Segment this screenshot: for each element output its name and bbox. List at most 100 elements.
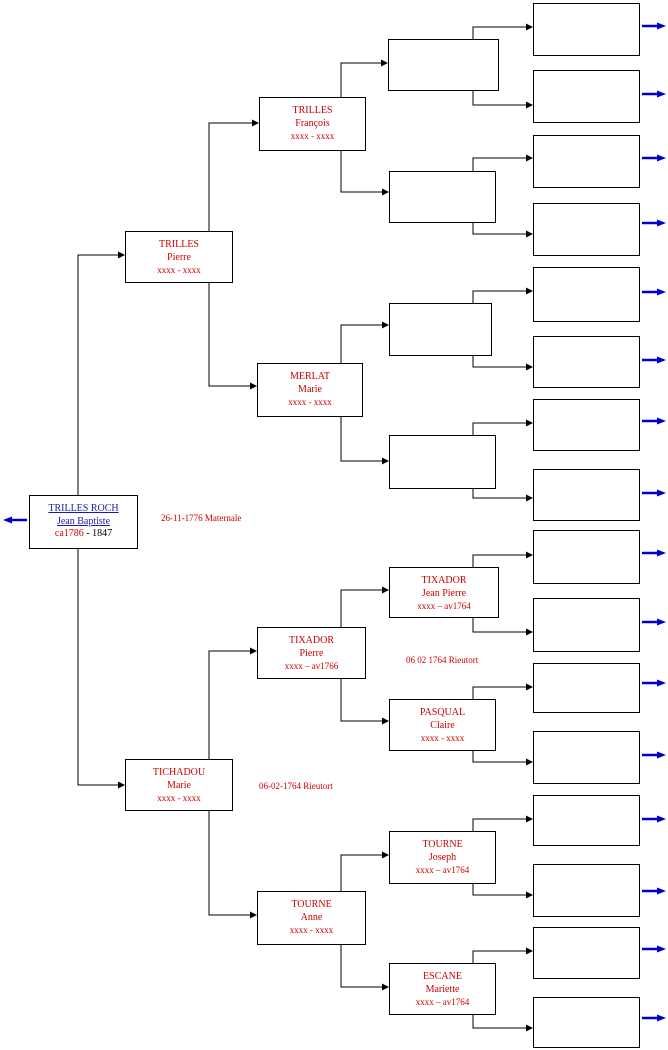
mf-to-father-arrow [382,586,389,594]
more-ancestors-arrow-icon-1 [657,22,666,30]
root-person-box[interactable]: TRILLES ROCH Jean Baptiste ca1786 - 1847 [29,495,138,549]
ancestor-box-ff-mother[interactable] [389,171,496,223]
gg2-to-father-line [472,157,527,171]
gen5-box-6[interactable] [533,336,640,388]
ancestor-mm-mother-surname: ESCANE [423,971,462,982]
gg3-to-mother-arrow [526,363,533,371]
father-to-fm-line [208,283,251,387]
ancestor-mf-mother-dates: xxxx - xxxx [420,733,465,743]
root-given-link[interactable]: Jean Baptiste [56,515,111,527]
root-birth: ca1786 [54,528,84,539]
gen5-box-13[interactable] [533,795,640,846]
mother-to-mm-line [208,811,251,916]
gg8-to-father-arrow [526,947,533,955]
ancestor-mm-father-given: Joseph [428,851,457,863]
more-ancestors-arrow-icon-2 [657,90,666,98]
gen5-box-8[interactable] [533,469,640,521]
gen5-box-7[interactable] [533,399,640,451]
gg7-to-mother-line [472,884,527,896]
father-to-ff-arrow [252,119,259,127]
ff-to-mother-line [340,151,383,193]
ancestor-box-mf-father[interactable]: TIXADOR Jean Pierre xxxx – av1764 [389,567,499,618]
fm-to-father-line [340,324,383,363]
paternal-grandmother-given: Marie [298,383,322,395]
paternal-grandfather-box[interactable]: TRILLES François xxxx - xxxx [259,97,366,151]
father-given: Pierre [167,251,191,263]
paternal-grandfather-surname: TRILLES [292,105,333,116]
gg3-to-father-line [472,290,527,303]
gen5-box-14[interactable] [533,864,640,917]
more-ancestors-arrow-icon-13 [657,815,666,823]
gg8-to-father-line [472,950,527,963]
maternal-grandmother-box[interactable]: TOURNE Anne xxxx - xxxx [257,891,366,945]
fm-to-mother-arrow [382,457,389,465]
gg4-to-mother-arrow [526,494,533,502]
father-box[interactable]: TRILLES Pierre xxxx - xxxx [125,231,233,283]
ancestor-box-fm-father[interactable] [389,303,492,356]
gg1-to-mother-arrow [526,101,533,109]
root-dates: ca1786 - 1847 [30,528,137,541]
ancestor-mm-father-dates: xxxx – av1764 [415,865,470,875]
gg8-to-mother-arrow [526,1024,533,1032]
mm-to-father-line [340,854,383,891]
maternal-grandfather-box[interactable]: TIXADOR Pierre xxxx – av1766 [257,627,366,679]
gen5-box-10[interactable] [533,598,640,652]
ancestor-box-mm-mother[interactable]: ESCANE Mariette xxxx – av1764 [389,963,496,1015]
gen5-box-1[interactable] [533,3,640,56]
fm-to-father-arrow [382,321,389,329]
mother-box[interactable]: TICHADOU Marie xxxx - xxxx [125,759,233,811]
mm-to-father-arrow [382,851,389,859]
root-surname-link[interactable]: TRILLES ROCH [48,503,119,514]
gg2-to-father-arrow [526,154,533,162]
more-ancestors-arrow-icon-10 [657,618,666,626]
ancestor-mm-father-surname: TOURNE [422,839,463,850]
gg6-to-father-arrow [526,683,533,691]
root-to-father-line [77,254,119,495]
gg3-to-mother-line [472,356,527,368]
more-ancestors-arrow-icon-12 [657,751,666,759]
more-ancestors-arrow-icon-16 [657,1014,666,1022]
more-ancestors-arrow-icon-3 [657,154,666,162]
maternal-grandparents-marriage-note: 06-02-1764 Rieutort [259,781,333,791]
paternal-grandfather-given: François [295,117,330,129]
ancestor-box-fm-mother[interactable] [389,435,496,489]
root-to-mother-line [77,549,119,786]
ancestor-box-ff-father[interactable] [388,39,499,91]
gg1-to-father-line [472,26,527,39]
gen5-box-2[interactable] [533,70,640,123]
paternal-grandmother-surname: MERLAT [290,371,330,382]
maternal-grandmother-surname: TOURNE [291,899,332,910]
mf-to-mother-arrow [382,717,389,725]
gen5-box-5[interactable] [533,267,640,322]
maternal-grandfather-dates: xxxx – av1766 [284,661,339,671]
paternal-grandfather-dates: xxxx - xxxx [290,131,335,141]
paternal-grandmother-box[interactable]: MERLAT Marie xxxx - xxxx [257,363,363,417]
fm-to-mother-line [340,417,383,462]
gg4-to-father-arrow [526,419,533,427]
gg7-to-mother-arrow [526,891,533,899]
more-ancestors-arrow-icon-8 [657,489,666,497]
gen5-box-4[interactable] [533,203,640,256]
ancestor-box-mm-father[interactable]: TOURNE Joseph xxxx – av1764 [389,831,496,884]
gen5-box-12[interactable] [533,731,640,784]
ancestor-mf-mother-surname: PASQUAL [419,707,466,718]
ancestor-box-mf-mother[interactable]: PASQUAL Claire xxxx - xxxx [389,699,496,751]
gen5-box-3[interactable] [533,135,640,188]
gen5-box-16[interactable] [533,997,640,1048]
gg5-to-father-arrow [526,551,533,559]
gg2-to-mother-arrow [526,230,533,238]
root-to-father-arrow [118,251,125,259]
mm-to-mother-arrow [382,983,389,991]
gen5-box-11[interactable] [533,663,640,713]
gen5-box-9[interactable] [533,530,640,584]
gg5-to-mother-line [472,618,527,633]
gg7-to-father-line [472,818,527,831]
more-ancestors-arrow-icon-15 [657,945,666,953]
mother-to-mf-line [208,650,251,759]
father-dates: xxxx - xxxx [157,265,201,275]
more-ancestors-arrow-icon-4 [657,219,666,227]
mf-to-mother-line [340,679,383,722]
gen5-box-15[interactable] [533,927,640,979]
more-ancestors-arrow-icon-9 [657,549,666,557]
